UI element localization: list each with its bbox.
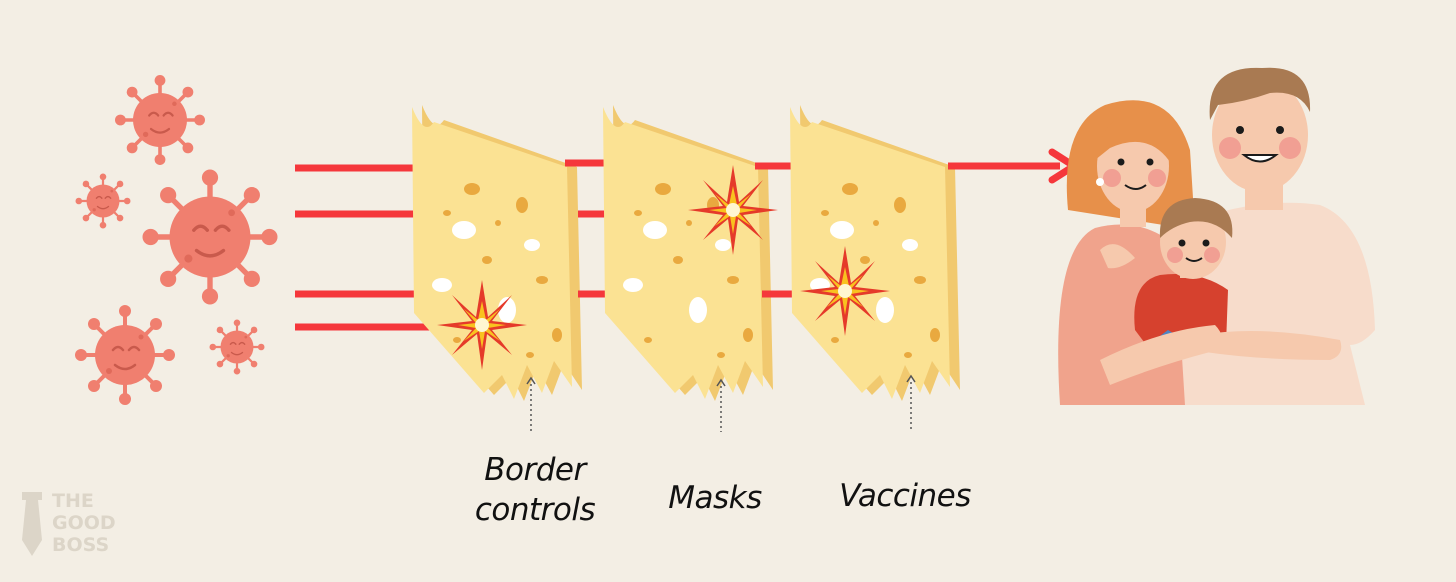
label-border-controls-line1: Border <box>484 452 586 488</box>
logo-text: THE GOOD BOSS <box>52 490 116 556</box>
virus-icon <box>74 172 132 230</box>
virus-icon <box>143 170 278 305</box>
label-masks: Masks <box>668 480 762 516</box>
cheese-slice-masks <box>603 105 773 401</box>
logo-line-1: THE <box>52 490 94 512</box>
pointer-arrows <box>530 382 912 432</box>
virus-icon <box>208 318 266 376</box>
logo-line-3: BOSS <box>52 534 110 556</box>
cheese-slice-border-controls <box>412 105 582 401</box>
label-border-controls-line2: controls <box>474 492 596 529</box>
father-head <box>1212 78 1308 192</box>
cheese-slice-vaccines <box>790 105 960 401</box>
label-vaccines: Vaccines <box>839 478 971 514</box>
logo-line-2: GOOD <box>52 512 116 534</box>
family-illustration <box>1058 67 1375 405</box>
virus-icon <box>113 73 207 167</box>
logo-tie-icon <box>22 492 42 556</box>
virus-icon <box>73 303 177 407</box>
passing-arrow <box>948 148 1078 184</box>
father-hair <box>1209 67 1311 120</box>
virus-cluster <box>73 73 278 407</box>
brand-logo: THE GOOD BOSS <box>20 488 130 564</box>
label-border-controls: Border controls <box>440 450 630 531</box>
